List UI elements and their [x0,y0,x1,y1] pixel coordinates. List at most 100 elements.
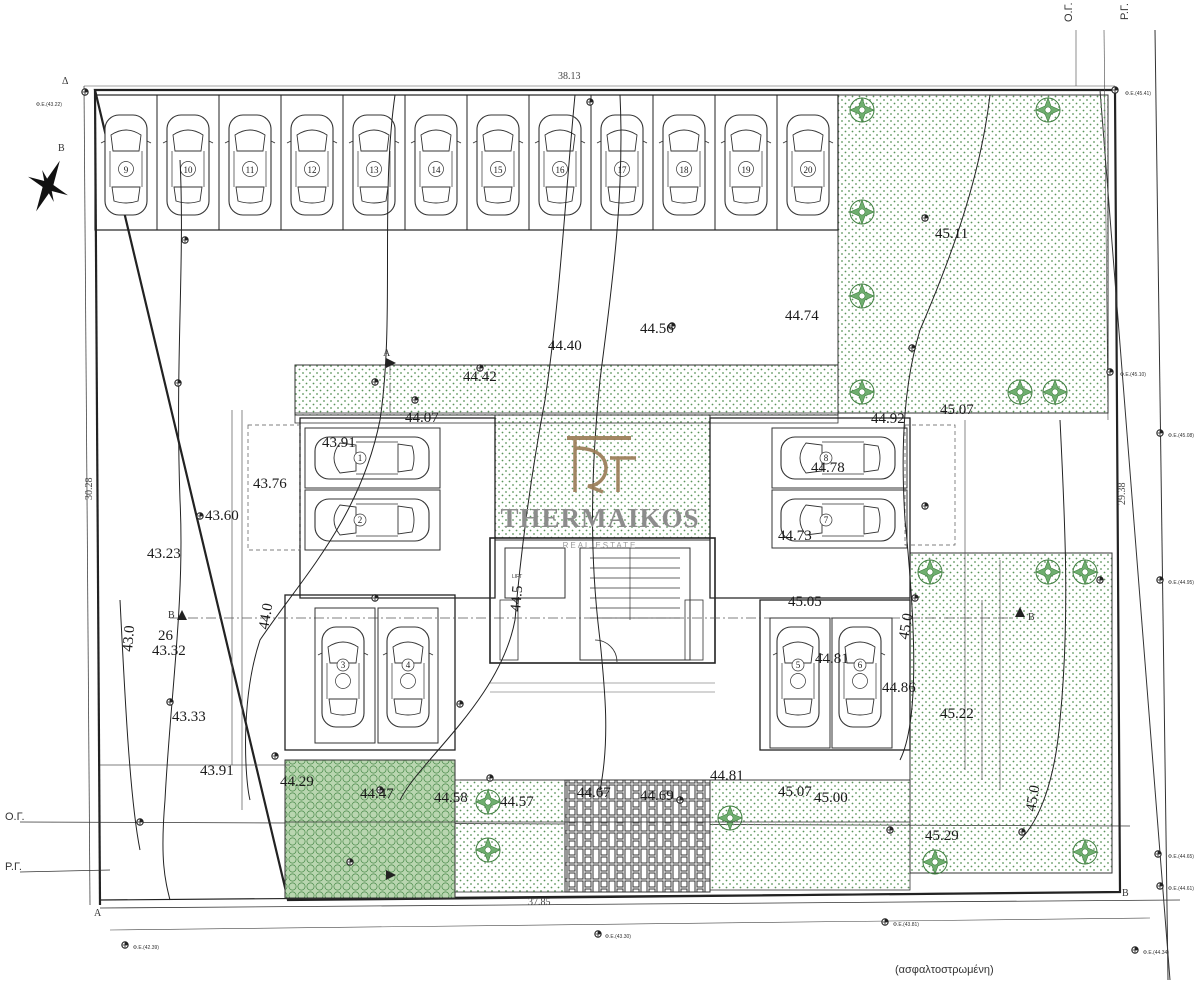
section-label-a-top: A [383,348,391,359]
line-label-og-left: Ο.Γ. [5,811,25,823]
elevation-label: 44.81 [815,651,849,667]
elevation-label: 44.69 [640,788,674,804]
parking-number: 13 [370,165,380,175]
parking-number-badge [336,658,350,672]
parking-number: 1 [358,453,363,463]
elevation-label: 44.78 [811,460,845,476]
parking-bay [377,607,439,744]
elevation-label: 45.29 [925,828,959,844]
parking-number-badge [853,658,867,672]
elevation-label: 45.07 [778,784,812,800]
top-dimension: 38.13 [558,71,581,82]
elevation-label: 44.07 [405,410,439,426]
ground-elevation-label: Φ.Ε.(43.30) [605,934,631,940]
lift-label: LIFT [512,574,522,580]
elevation-label: 44.47 [360,786,394,802]
parking-number-badge [353,513,367,527]
parking-number-badge [353,451,367,465]
parking-bay [314,607,376,744]
parking-number: 4 [406,660,411,670]
ground-elevation-label: Φ.Ε.(44.65) [1168,854,1194,860]
elevation-label: 43.76 [253,476,287,492]
parking-number: 16 [556,165,566,175]
parked-car [834,626,886,728]
corner-label-bottom-left: Α [94,908,102,919]
right-dimension: 29.38 [1117,483,1128,506]
elevation-label: 44.81 [710,768,744,784]
parking-number: 6 [858,660,863,670]
elevation-label: 45.11 [935,226,968,242]
parking-number: 14 [432,165,442,175]
elevation-label: 43.33 [172,709,206,725]
elevation-label: 44.42 [463,369,497,385]
corner-label-top-left: Δ [62,76,69,87]
elevation-label: 43.0 [120,625,138,653]
parking-number-badge [819,451,833,465]
parking-number: 3 [341,660,346,670]
ground-elevation-label: Φ.Ε.(43.22) [36,102,62,108]
corner-label-bottom-right: Β [1122,888,1129,899]
ground-elevation-label: Φ.Ε.(45.41) [1125,91,1151,97]
section-markers: A B B [168,348,1035,880]
elevation-label: 45.22 [940,706,974,722]
brand-subtitle: REAL ESTATE [563,541,638,550]
parking-number: 11 [246,165,255,175]
elevation-label: 44.86 [882,680,916,696]
ground-elevation-label: Φ.Ε.(44.34) [1143,950,1169,956]
elevation-label: 44.56 [640,321,674,337]
parking-number-badge [401,658,415,672]
parking-bay [771,427,908,489]
parking-number: 8 [824,453,829,463]
parking-number: 15 [494,165,504,175]
brand-name: THERMAIKOS [500,503,699,533]
parked-car [314,498,430,542]
elevation-label: 45.05 [788,594,822,610]
north-arrow-label: B [58,143,65,154]
parking-bay [831,617,893,749]
elevation-label: 44.0 [256,602,276,631]
elevation-labels: 44.4044.5644.7445.1144.4244.0743.9144.92… [120,226,1043,844]
ground-elevation-label: Φ.Ε.(45.08) [1168,433,1194,439]
ground-elevation-label: Φ.Ε.(43.81) [893,922,919,928]
parking-number-badge [791,658,805,672]
parking-number: 9 [124,165,129,175]
elevation-label: 43.91 [322,435,356,451]
line-label-rg-top: Ρ.Γ. [1119,3,1131,20]
line-label-rg-left: Ρ.Γ. [5,861,22,873]
parking-number: 10 [184,165,194,175]
north-arrow [28,160,68,212]
parking-number: 12 [308,165,317,175]
elevation-label: 43.23 [147,546,181,562]
ground-elevation-labels: Φ.Ε.(43.22)Φ.Ε.(45.41)Φ.Ε.(45.10)Φ.Ε.(45… [36,91,1194,956]
parked-car [772,626,824,728]
parking-number: 2 [358,515,363,525]
elevation-label: 44.92 [871,411,905,427]
parked-car [317,626,369,728]
parked-car [382,626,434,728]
ground-elevation-label: Φ.Ε.(44.61) [1168,886,1194,892]
parking-bay [771,489,908,549]
green-areas [284,94,1113,899]
left-dimension: 30.28 [84,478,95,501]
elevation-label: 44.67 [577,785,611,801]
section-label-b-left: B [168,610,175,621]
elevation-label: 43.32 [152,643,186,659]
section-label-b-right: B [1028,612,1035,623]
ground-elevation-label: Φ.Ε.(44.95) [1168,580,1194,586]
elevation-label: 43.60 [205,508,239,524]
parking-number-badge [819,513,833,527]
line-label-og-top: Ο.Γ. [1063,2,1075,22]
elevation-label: 43.91 [200,763,234,779]
elevation-label: 26 [158,628,174,644]
brand-logo [567,436,636,494]
elevation-label: 45.0 [1023,784,1043,813]
ground-elevation-label: Φ.Ε.(42.39) [133,945,159,951]
elevation-label: 44.29 [280,774,314,790]
parking-number: 18 [680,165,690,175]
street-label: (ασφαλτοστρωμένη) [895,964,994,976]
parking-number: 19 [742,165,752,175]
parking-number: 17 [618,165,628,175]
parking-bay [304,489,441,551]
